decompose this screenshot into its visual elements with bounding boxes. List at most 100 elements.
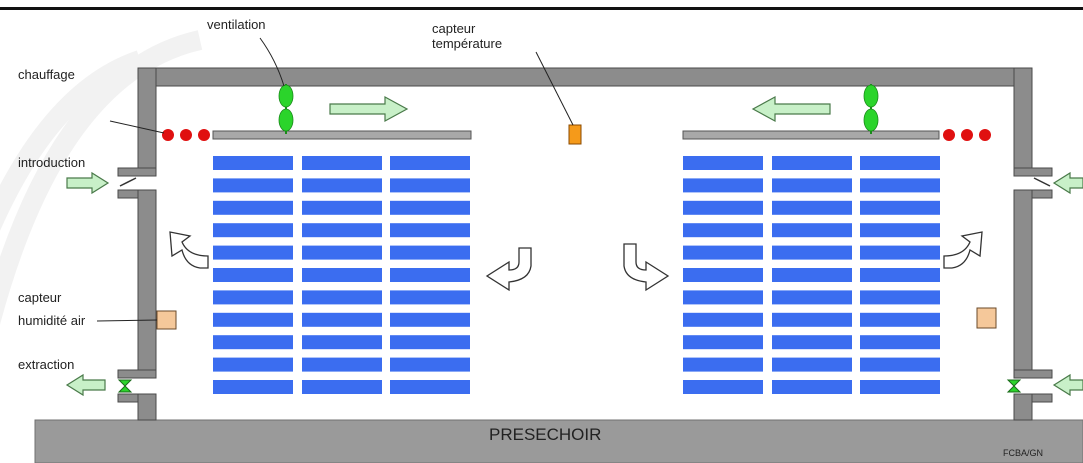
- right-center-down-arrow: [623, 243, 670, 292]
- right-wall-up-arrow: [943, 231, 983, 269]
- right-stack-board: [772, 223, 852, 238]
- left-wall-upper: [137, 67, 157, 175]
- right-stack-board: [683, 200, 763, 215]
- right-stack-board: [860, 290, 940, 305]
- right-baffle: [682, 130, 940, 140]
- left-humidity-sensor: [156, 310, 177, 330]
- left-stack-board: [213, 380, 293, 394]
- right-stack-board: [860, 335, 940, 350]
- right-inlet-flap: [1033, 177, 1051, 187]
- right-stack-board: [683, 357, 763, 372]
- introduction-label: introduction: [18, 155, 86, 170]
- left-stack-board: [213, 200, 293, 215]
- left-baffle: [212, 130, 472, 140]
- left-stack-board: [390, 380, 470, 394]
- left-fan: [278, 84, 294, 134]
- heater-element: [198, 129, 210, 141]
- left-stack-board: [390, 357, 470, 372]
- left-stack-board: [390, 290, 470, 305]
- right-stack-board: [772, 357, 852, 372]
- left-extract-arrow: [65, 373, 106, 397]
- extraction-label: extraction: [18, 357, 75, 372]
- chauffage-label: chauffage: [18, 67, 75, 82]
- presechoir-floor: [34, 419, 1083, 463]
- right-stack-board: [683, 178, 763, 193]
- left-stack-board: [302, 380, 382, 394]
- left-stack-board: [390, 178, 470, 193]
- humidity-sensor-label-line1: capteur: [18, 290, 62, 305]
- heater-element: [979, 129, 991, 141]
- left-stack-board: [390, 335, 470, 350]
- right-stack-board: [860, 245, 940, 260]
- wood-stacks: [213, 156, 940, 394]
- left-stack-board: [390, 223, 470, 238]
- left-stack-board: [390, 156, 470, 170]
- humidity-sensor-label-line2: humidité air: [18, 313, 86, 328]
- presechoir-label: PRESECHOIR: [489, 425, 602, 444]
- heater-element: [943, 129, 955, 141]
- left-stack-board: [213, 156, 293, 170]
- left-top-flow-arrow: [329, 95, 409, 123]
- roof: [137, 67, 1033, 87]
- left-stack-board: [302, 245, 382, 260]
- left-stack-board: [213, 223, 293, 238]
- right-stack-board: [683, 380, 763, 394]
- left-stack-board: [213, 268, 293, 282]
- left-inlet-lip-top: [117, 167, 157, 177]
- right-stack-board: [772, 178, 852, 193]
- right-wall-upper: [1013, 67, 1033, 175]
- left-stack-board: [213, 178, 293, 193]
- temperature-sensor: [568, 124, 582, 145]
- right-stack-board: [772, 312, 852, 327]
- left-stack-board: [213, 357, 293, 372]
- left-intake-arrow: [66, 171, 110, 195]
- right-wall-lower: [1013, 393, 1033, 421]
- right-stack-board: [860, 357, 940, 372]
- left-outlet-lip-top: [117, 369, 157, 379]
- right-stack-board: [683, 245, 763, 260]
- temperature-sensor-label-line2: température: [432, 36, 503, 51]
- left-stack-board: [390, 268, 470, 282]
- right-stack-board: [772, 156, 852, 170]
- left-stack-board: [302, 223, 382, 238]
- left-wall-middle: [137, 189, 157, 377]
- left-stack-board: [390, 245, 470, 260]
- left-stack-board: [213, 335, 293, 350]
- leader-lines: [96, 37, 574, 322]
- flow-arrows: [65, 95, 1083, 397]
- building-shell: [117, 67, 1053, 421]
- right-inlet-lip-top: [1013, 167, 1053, 177]
- right-stack-board: [772, 380, 852, 394]
- right-stack-board: [683, 268, 763, 282]
- left-stack-board: [390, 200, 470, 215]
- left-stack-board: [302, 312, 382, 327]
- left-inlet-flap: [119, 177, 137, 187]
- right-stack-board: [860, 156, 940, 170]
- right-intake-arrow: [1052, 171, 1083, 195]
- left-stack-board: [213, 290, 293, 305]
- right-stack-board: [683, 335, 763, 350]
- right-stack-board: [772, 290, 852, 305]
- background-arcs: [0, 30, 203, 325]
- right-fan: [863, 84, 879, 134]
- right-top-flow-arrow: [751, 95, 831, 123]
- left-stack-board: [302, 290, 382, 305]
- left-extraction-valve: [117, 379, 133, 393]
- right-stack-board: [683, 290, 763, 305]
- left-stack-board: [302, 268, 382, 282]
- left-heater: [162, 129, 210, 141]
- right-outlet-lip-top: [1013, 369, 1053, 379]
- right-stack-board: [860, 312, 940, 327]
- credit-label: FCBA/GN: [1003, 448, 1044, 458]
- right-stack-board: [772, 268, 852, 282]
- top-rule: [0, 7, 1083, 10]
- left-stack-board: [213, 312, 293, 327]
- circulation-arrows: [169, 231, 983, 292]
- right-stack-board: [860, 178, 940, 193]
- left-stack-board: [302, 335, 382, 350]
- right-stack-board: [860, 223, 940, 238]
- heater-element: [961, 129, 973, 141]
- left-stack-board: [390, 312, 470, 327]
